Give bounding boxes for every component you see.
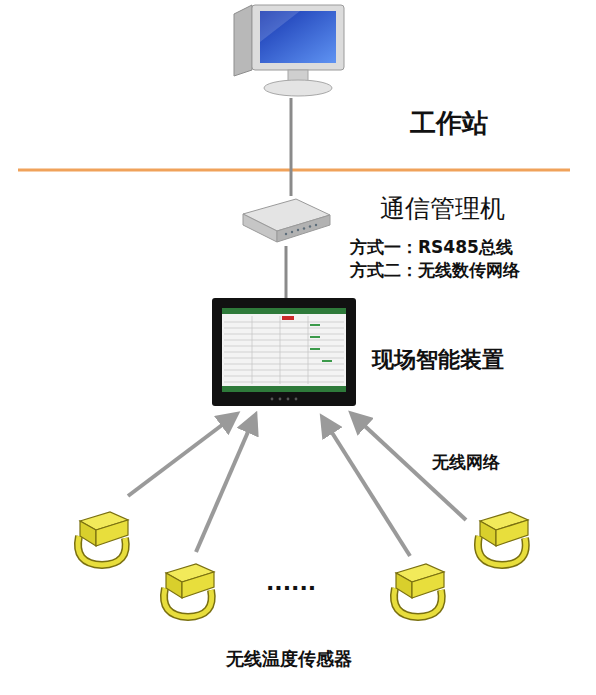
comm-manager-node: 通信管理机方式一：RS485总线方式二：无线数传网络 <box>240 196 332 246</box>
field-device-node: 现场智能装置 <box>212 298 356 406</box>
network-label: 无线网络 <box>432 452 500 472</box>
ellipsis-label: ...... <box>266 570 316 596</box>
workstation-node: 工作站 <box>230 2 352 98</box>
node-label: 现场智能装置 <box>372 347 504 373</box>
router-icon <box>240 196 332 246</box>
device-screen <box>212 298 356 406</box>
computer-icon <box>230 2 352 98</box>
sensor-label: 无线温度传感器 <box>226 648 352 670</box>
connector-line <box>285 246 288 298</box>
node-label: 通信管理机 <box>380 194 505 224</box>
wireless-arrows <box>128 416 466 556</box>
sensor-icons <box>78 512 528 617</box>
node-label: 工作站 <box>410 108 488 139</box>
connector-line <box>290 98 293 196</box>
node-label: 方式一：RS485总线 <box>350 237 513 257</box>
node-label: 方式二：无线数传网络 <box>350 260 520 280</box>
divider-line <box>18 169 570 172</box>
